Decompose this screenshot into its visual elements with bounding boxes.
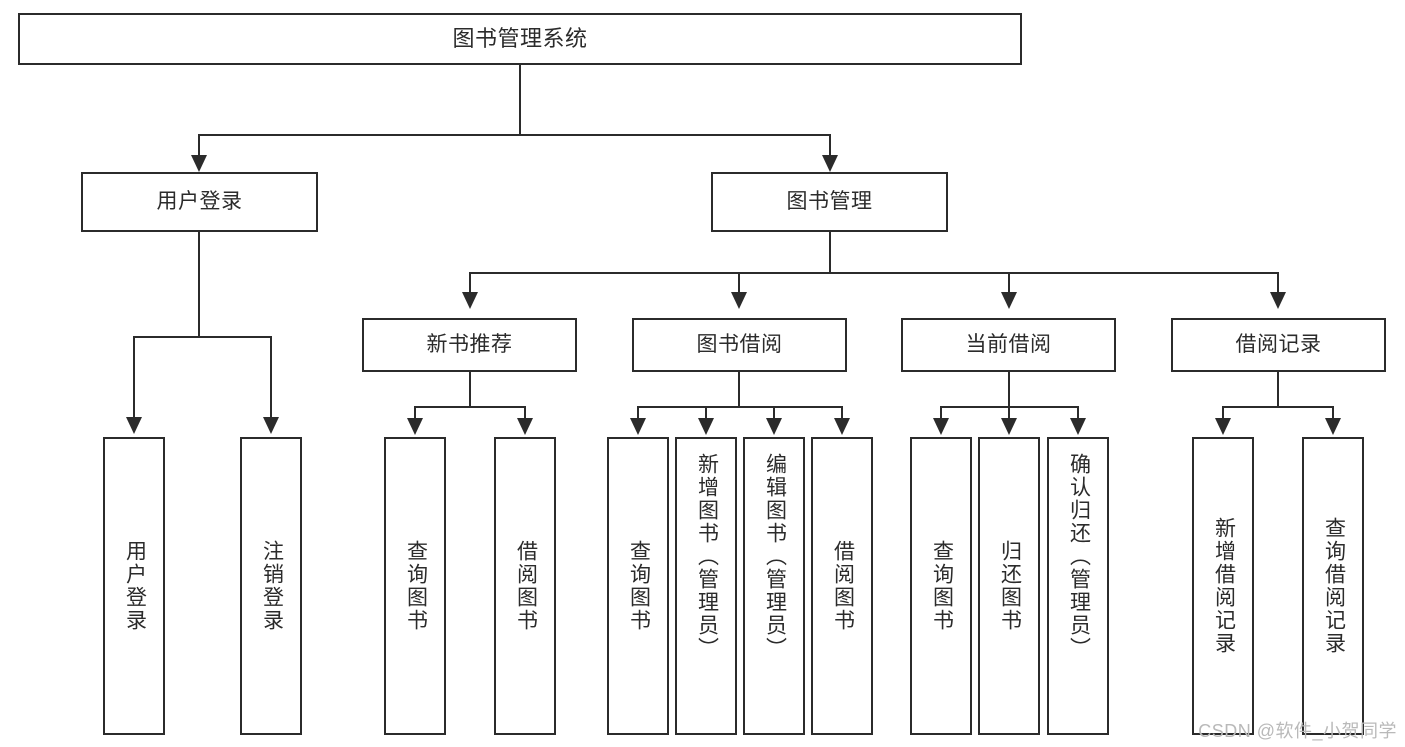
node-label: 当前借阅 <box>965 333 1052 357</box>
connector-user-login-leaf-2 <box>270 336 272 419</box>
node-root-book-management-system[interactable]: 图书管理系统 <box>18 13 1022 65</box>
leaf-user-login-logout[interactable]: 注销登录 <box>240 437 302 735</box>
node-label: 借阅记录 <box>1235 333 1322 357</box>
leaf-label: 查询图书 <box>930 540 954 632</box>
node-current-borrow[interactable]: 当前借阅 <box>901 318 1116 372</box>
node-label: 新书推荐 <box>426 333 513 357</box>
arrow-user-login-leaf-1 <box>126 417 142 434</box>
arrow-book-borrow-leaf-3 <box>766 418 782 435</box>
connector-book-borrow-bar <box>637 406 843 408</box>
leaf-book-borrow-add-book-admin[interactable]: 新增图书（管理员） <box>675 437 737 735</box>
connector-borrow-record-leaf-1 <box>1222 406 1224 420</box>
arrow-user-login-leaf-2 <box>263 417 279 434</box>
leaf-book-borrow-query-book[interactable]: 查询图书 <box>607 437 669 735</box>
connector-new-book-leaf-1 <box>414 406 416 420</box>
arrow-to-current-borrow <box>1001 292 1017 309</box>
leaf-label: 注销登录 <box>260 540 284 632</box>
connector-book-management-stem <box>829 232 831 274</box>
node-label: 图书借阅 <box>696 333 783 357</box>
arrow-book-borrow-leaf-1 <box>630 418 646 435</box>
leaf-label: 确认归还（管理员） <box>1067 453 1091 660</box>
connector-root-bar <box>198 134 831 136</box>
leaf-label: 归还图书 <box>998 540 1022 632</box>
leaf-label: 新增图书（管理员） <box>695 453 719 660</box>
connector-to-new-book-recommend <box>469 272 471 294</box>
connector-to-book-borrow <box>738 272 740 294</box>
leaf-current-borrow-confirm-return-admin[interactable]: 确认归还（管理员） <box>1047 437 1109 735</box>
arrow-to-book-borrow <box>731 292 747 309</box>
leaf-label: 借阅图书 <box>831 540 855 632</box>
connector-current-borrow-leaf-2 <box>1008 406 1010 420</box>
connector-to-borrow-record <box>1277 272 1279 294</box>
leaf-new-book-query-book[interactable]: 查询图书 <box>384 437 446 735</box>
leaf-label: 查询图书 <box>404 540 428 632</box>
connector-to-current-borrow <box>1008 272 1010 294</box>
arrow-book-borrow-leaf-2 <box>698 418 714 435</box>
connector-current-borrow-stem <box>1008 372 1010 408</box>
arrow-to-borrow-record <box>1270 292 1286 309</box>
connector-user-login-bar <box>133 336 272 338</box>
arrow-to-user-login <box>191 155 207 172</box>
leaf-label: 编辑图书（管理员） <box>763 453 787 660</box>
connector-user-login-stem <box>198 232 200 337</box>
connector-current-borrow-leaf-3 <box>1077 406 1079 420</box>
leaf-book-borrow-borrow-book[interactable]: 借阅图书 <box>811 437 873 735</box>
node-new-book-recommend[interactable]: 新书推荐 <box>362 318 577 372</box>
arrow-new-book-leaf-2 <box>517 418 533 435</box>
leaf-borrow-record-add-record[interactable]: 新增借阅记录 <box>1192 437 1254 735</box>
connector-root-stem <box>519 65 521 135</box>
arrow-new-book-leaf-1 <box>407 418 423 435</box>
leaf-label: 借阅图书 <box>514 540 538 632</box>
arrow-current-borrow-leaf-2 <box>1001 418 1017 435</box>
leaf-label: 新增借阅记录 <box>1212 517 1236 655</box>
leaf-label: 查询图书 <box>627 540 651 632</box>
connector-borrow-record-stem <box>1277 372 1279 408</box>
arrow-current-borrow-leaf-3 <box>1070 418 1086 435</box>
connector-book-borrow-leaf-1 <box>637 406 639 420</box>
connector-current-borrow-leaf-1 <box>940 406 942 420</box>
node-borrow-record[interactable]: 借阅记录 <box>1171 318 1386 372</box>
connector-user-login-leaf-1 <box>133 336 135 419</box>
node-label: 用户登录 <box>156 190 243 214</box>
csdn-watermark: CSDN @软件_小贺同学 <box>1198 721 1397 741</box>
connector-book-borrow-leaf-3 <box>773 406 775 420</box>
leaf-label: 用户登录 <box>123 540 147 632</box>
connector-book-borrow-leaf-2 <box>705 406 707 420</box>
connector-root-to-user-login <box>198 134 200 158</box>
leaf-current-borrow-return-book[interactable]: 归还图书 <box>978 437 1040 735</box>
node-book-management[interactable]: 图书管理 <box>711 172 948 232</box>
connector-new-book-stem <box>469 372 471 408</box>
connector-borrow-record-leaf-2 <box>1332 406 1334 420</box>
leaf-book-borrow-edit-book-admin[interactable]: 编辑图书（管理员） <box>743 437 805 735</box>
arrow-to-new-book-recommend <box>462 292 478 309</box>
connector-new-book-bar <box>414 406 526 408</box>
connector-book-management-bar <box>469 272 1279 274</box>
arrow-to-book-management <box>822 155 838 172</box>
node-user-login[interactable]: 用户登录 <box>81 172 318 232</box>
connector-new-book-leaf-2 <box>524 406 526 420</box>
leaf-current-borrow-query-book[interactable]: 查询图书 <box>910 437 972 735</box>
leaf-user-login-login[interactable]: 用户登录 <box>103 437 165 735</box>
connector-borrow-record-bar <box>1222 406 1334 408</box>
leaf-borrow-record-query-record[interactable]: 查询借阅记录 <box>1302 437 1364 735</box>
node-label: 图书管理系统 <box>452 25 588 51</box>
arrow-book-borrow-leaf-4 <box>834 418 850 435</box>
arrow-borrow-record-leaf-1 <box>1215 418 1231 435</box>
arrow-borrow-record-leaf-2 <box>1325 418 1341 435</box>
connector-book-borrow-stem <box>738 372 740 408</box>
leaf-label: 查询借阅记录 <box>1322 517 1346 655</box>
connector-book-borrow-leaf-4 <box>841 406 843 420</box>
node-label: 图书管理 <box>786 190 873 214</box>
connector-root-to-book-management <box>829 134 831 158</box>
arrow-current-borrow-leaf-1 <box>933 418 949 435</box>
node-book-borrow[interactable]: 图书借阅 <box>632 318 847 372</box>
leaf-new-book-borrow-book[interactable]: 借阅图书 <box>494 437 556 735</box>
